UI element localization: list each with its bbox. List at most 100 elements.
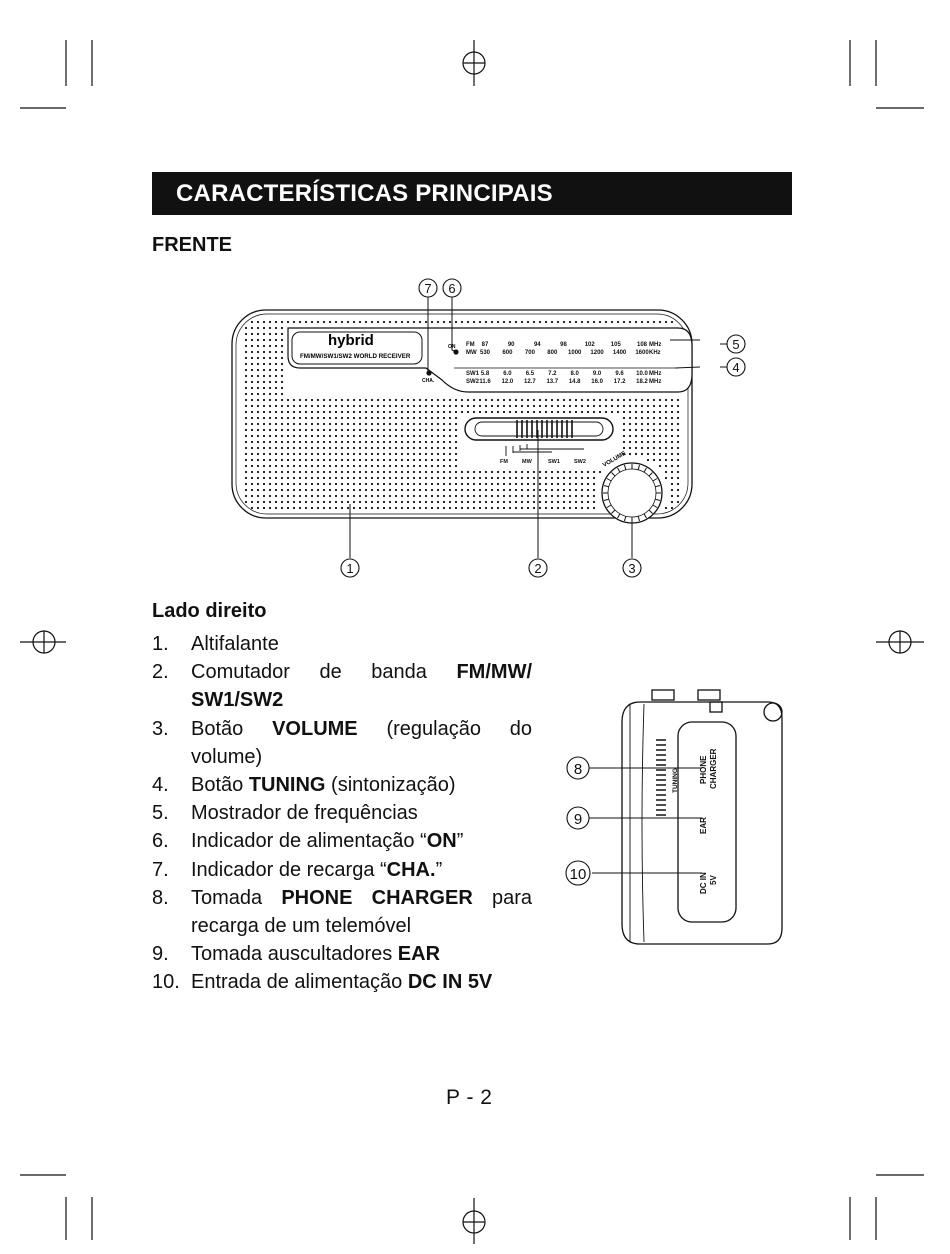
grille-dot bbox=[436, 410, 440, 414]
grille-dot bbox=[280, 416, 284, 420]
grille-dot bbox=[472, 404, 476, 408]
grille-dot bbox=[274, 368, 278, 372]
grille-dot bbox=[586, 482, 590, 486]
grille-dot bbox=[490, 494, 494, 498]
grille-dot bbox=[598, 404, 602, 408]
feature-text-part: ON bbox=[426, 830, 457, 853]
grille-dot bbox=[622, 434, 626, 438]
grille-dot bbox=[328, 470, 332, 474]
grille-dot bbox=[268, 476, 272, 480]
grille-dot bbox=[346, 446, 350, 450]
grille-dot bbox=[526, 398, 530, 402]
grille-dot bbox=[484, 494, 488, 498]
grille-dot bbox=[274, 380, 278, 384]
grille-dot bbox=[280, 500, 284, 504]
grille-dot bbox=[358, 440, 362, 444]
grille-dot bbox=[394, 440, 398, 444]
grille-dot bbox=[502, 476, 506, 480]
grille-dot bbox=[310, 440, 314, 444]
grille-dot bbox=[352, 416, 356, 420]
grille-dot bbox=[268, 458, 272, 462]
grille-dot bbox=[412, 506, 416, 510]
grille-dot bbox=[538, 494, 542, 498]
grille-dot bbox=[424, 422, 428, 426]
grille-dot bbox=[280, 320, 284, 324]
grille-dot bbox=[382, 458, 386, 462]
grille-dot bbox=[352, 476, 356, 480]
grille-dot bbox=[262, 320, 266, 324]
grille-dot bbox=[310, 482, 314, 486]
grille-dot bbox=[442, 410, 446, 414]
grille-dot bbox=[280, 338, 284, 342]
phone-label-2: CHARGER bbox=[709, 748, 718, 789]
grille-dot bbox=[256, 380, 260, 384]
grille-dot bbox=[286, 488, 290, 492]
grille-dot bbox=[592, 320, 596, 324]
scale-value: 16.0 bbox=[591, 379, 603, 385]
grille-dot bbox=[634, 398, 638, 402]
scale-value: 87 bbox=[482, 342, 489, 348]
grille-dot bbox=[256, 338, 260, 342]
grille-dot bbox=[514, 500, 518, 504]
grille-dot bbox=[388, 422, 392, 426]
grille-dot bbox=[244, 416, 248, 420]
grille-dot bbox=[358, 434, 362, 438]
feature-text-part: (regulação do bbox=[357, 717, 532, 740]
grille-dot bbox=[664, 416, 668, 420]
feature-line: Botão VOLUME (regulação do bbox=[191, 715, 532, 743]
grille-dot bbox=[520, 506, 524, 510]
jack-panel bbox=[677, 721, 737, 923]
grille-dot bbox=[250, 488, 254, 492]
radio-side-diagram: TUNING PHONE CHARGER EAR DC IN 5V 8 9 10 bbox=[565, 689, 783, 945]
grille-dot bbox=[256, 434, 260, 438]
grille-dot bbox=[346, 482, 350, 486]
grille-dot bbox=[382, 446, 386, 450]
grille-dot bbox=[394, 410, 398, 414]
grille-dot bbox=[286, 320, 290, 324]
grille-dot bbox=[304, 320, 308, 324]
grille-dot bbox=[556, 470, 560, 474]
grille-dot bbox=[328, 476, 332, 480]
knob-tick bbox=[611, 509, 616, 514]
grille-dot bbox=[418, 452, 422, 456]
grille-dot bbox=[262, 446, 266, 450]
grille-dot bbox=[424, 428, 428, 432]
grille-dot bbox=[250, 386, 254, 390]
page-number: P - 2 bbox=[446, 1086, 493, 1109]
grille-dot bbox=[310, 506, 314, 510]
grille-dot bbox=[286, 458, 290, 462]
grille-dot bbox=[292, 506, 296, 510]
grille-dot bbox=[262, 482, 266, 486]
grille-dot bbox=[622, 398, 626, 402]
grille-dot bbox=[424, 320, 428, 324]
grille-dot bbox=[394, 482, 398, 486]
grille-dot bbox=[310, 410, 314, 414]
feature-number: 1. bbox=[152, 633, 169, 655]
grille-dot bbox=[376, 404, 380, 408]
grille-dot bbox=[436, 494, 440, 498]
grille-dot bbox=[280, 452, 284, 456]
grille-dot bbox=[280, 470, 284, 474]
scale-band-sw1: SW1 bbox=[466, 371, 480, 377]
grille-dot bbox=[508, 410, 512, 414]
grille-dot bbox=[316, 458, 320, 462]
grille-dot bbox=[304, 458, 308, 462]
grille-dot bbox=[280, 386, 284, 390]
grille-dot bbox=[628, 440, 632, 444]
grille-dot bbox=[334, 422, 338, 426]
grille-dot bbox=[340, 470, 344, 474]
grille-dot bbox=[376, 476, 380, 480]
grille-dot bbox=[256, 464, 260, 468]
grille-dot bbox=[592, 410, 596, 414]
grille-dot bbox=[676, 446, 680, 450]
grille-dot bbox=[298, 452, 302, 456]
grille-dot bbox=[286, 482, 290, 486]
grille-dot bbox=[454, 428, 458, 432]
grille-dot bbox=[676, 416, 680, 420]
grille-dot bbox=[334, 494, 338, 498]
grille-dot bbox=[562, 482, 566, 486]
grille-dot bbox=[526, 500, 530, 504]
cha-label: CHA. bbox=[422, 378, 435, 384]
grille-dot bbox=[424, 434, 428, 438]
